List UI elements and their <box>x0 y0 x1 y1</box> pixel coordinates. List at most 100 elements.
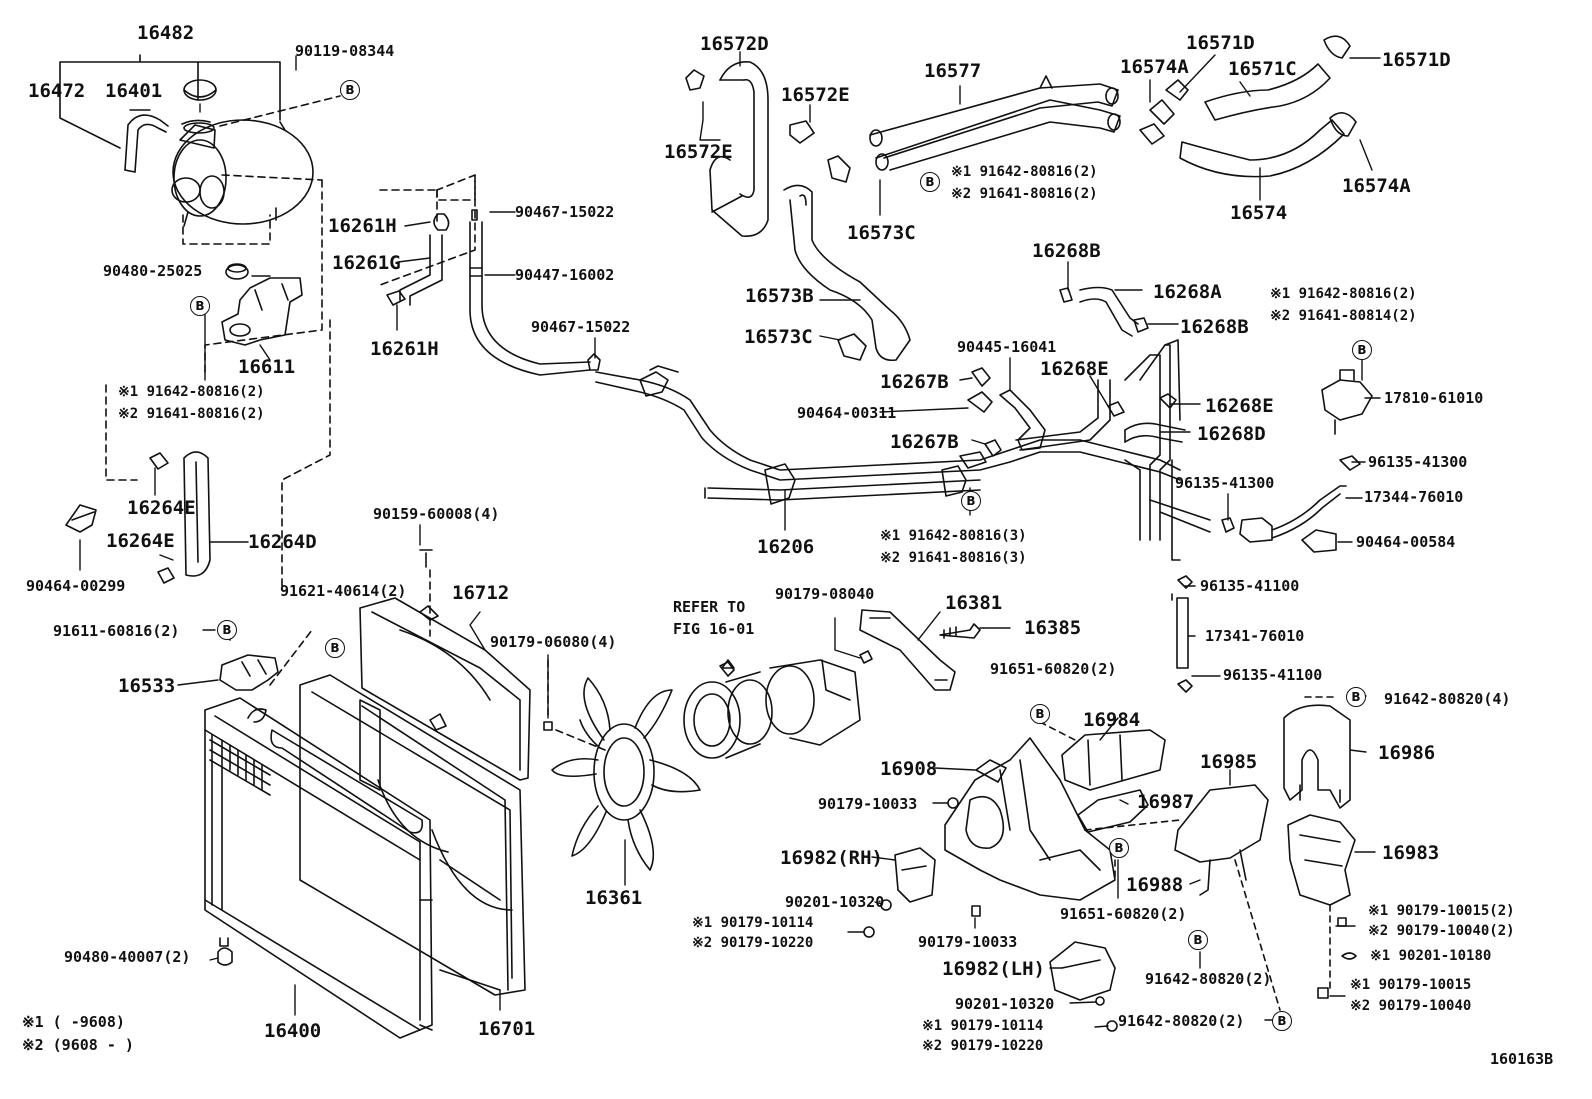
refer-to-text: REFER TO <box>673 598 746 616</box>
part-16401-label: 16401 <box>105 80 163 102</box>
part-90464-00584-label: 90464-00584 <box>1356 533 1456 551</box>
b-marker: B <box>961 491 981 511</box>
part-96135-41300-label: 96135-41300 <box>1175 474 1275 492</box>
part-16400-label: 16400 <box>264 1020 322 1042</box>
part-91642-80816-label: ※1 91642-80816(2) <box>951 164 1098 180</box>
part-17344-76010-label: 17344-76010 <box>1364 488 1464 506</box>
part-96135-41100-label: 96135-41100 <box>1200 577 1300 595</box>
part-90179-10220-label: ※2 90179-10220 <box>692 935 814 951</box>
b-marker: B <box>217 620 237 640</box>
part-90179-10033-label: 90179-10033 <box>918 933 1018 951</box>
b-marker: B <box>1188 930 1208 950</box>
part-90159-60008-label: 90159-60008(4) <box>373 505 500 523</box>
part-91641-80816-label: ※2 91641-80816(3) <box>880 550 1027 566</box>
part-16533-label: 16533 <box>118 675 176 697</box>
b-marker: B <box>1352 340 1372 360</box>
part-16988-label: 16988 <box>1126 874 1184 896</box>
part-16264D-label: 16264D <box>248 531 317 553</box>
part-90480-40007-label: 90480-40007(2) <box>64 948 191 966</box>
part-91642-80816-label: ※1 91642-80816(2) <box>1270 286 1417 302</box>
b-marker: B <box>325 638 345 658</box>
part-90179-10015-label: ※1 90179-10015(2) <box>1368 903 1515 919</box>
engine-mount-illustration <box>944 737 1116 901</box>
part-16987-label: 16987 <box>1137 791 1195 813</box>
part-16264E-label: 16264E <box>106 530 175 552</box>
fan-clutch-illustration <box>683 659 861 759</box>
part-90179-06080-label: 90179-06080(4) <box>490 633 617 651</box>
part-17810-61010-label: 17810-61010 <box>1384 389 1484 407</box>
part-16712-label: 16712 <box>452 582 510 604</box>
upper-shroud-illustration <box>359 597 531 781</box>
part-16574A-label: 16574A <box>1120 56 1189 78</box>
part-16472-label: 16472 <box>28 80 86 102</box>
part-16268E-label: 16268E <box>1205 395 1274 417</box>
part-90445-16041-label: 90445-16041 <box>957 338 1057 356</box>
part-16268A-label: 16268A <box>1153 281 1222 303</box>
part-16261G-label: 16261G <box>332 252 401 274</box>
part-16572D-label: 16572D <box>700 33 769 55</box>
part-16268B-label: 16268B <box>1032 240 1101 262</box>
part-91642-80816-label: ※1 91642-80816(3) <box>880 528 1027 544</box>
part-91642-80820-label: 91642-80820(2) <box>1145 970 1272 988</box>
part-91642-80820-label: 91642-80820(2) <box>1118 1012 1245 1030</box>
part-90447-16002-label: 90447-16002 <box>515 266 615 284</box>
part-16268B-label: 16268B <box>1180 316 1249 338</box>
part-16573C-label: 16573C <box>744 326 813 348</box>
part-96135-41100-label: 96135-41100 <box>1223 666 1323 684</box>
part-16982LH-label: 16982(LH) <box>942 958 1045 980</box>
b-marker: B <box>1109 838 1129 858</box>
part-91641-80816-label: ※2 91641-80816(2) <box>118 406 265 422</box>
part-91651-60820-label: 91651-60820(2) <box>990 660 1117 678</box>
part-16572E-label: 16572E <box>664 141 733 163</box>
part-16261H-label: 16261H <box>328 215 397 237</box>
part-16571D-label: 16571D <box>1186 32 1255 54</box>
part-16268D-label: 16268D <box>1197 423 1266 445</box>
part-91642-80816-label: ※1 91642-80816(2) <box>118 384 265 400</box>
part-16611-label: 16611 <box>238 356 296 378</box>
b-marker: B <box>340 80 360 100</box>
part-91641-80814-label: ※2 91641-80814(2) <box>1270 308 1417 324</box>
part-90179-10040-label: ※2 90179-10040 <box>1350 998 1472 1014</box>
refer-fig-text: FIG 16-01 <box>673 620 755 638</box>
b-marker: B <box>1272 1011 1292 1031</box>
part-91642-80820-label: 91642-80820(4) <box>1384 690 1511 708</box>
diagram-id: 160163B <box>1490 1050 1554 1068</box>
part-16984-label: 16984 <box>1083 709 1141 731</box>
part-16986-label: 16986 <box>1378 742 1436 764</box>
part-16267B-label: 16267B <box>880 371 949 393</box>
part-90179-08040-label: 90179-08040 <box>775 585 875 603</box>
part-90464-00311-label: 90464-00311 <box>797 404 897 422</box>
part-16267B-label: 16267B <box>890 431 959 453</box>
part-90179-10114-label: ※1 90179-10114 <box>922 1018 1044 1034</box>
part-91621-40614-label: 91621-40614(2) <box>280 582 407 600</box>
part-16206-label: 16206 <box>757 536 815 558</box>
part-90467-15022-label: 90467-15022 <box>515 203 615 221</box>
part-16577-label: 16577 <box>924 60 982 82</box>
part-16574-label: 16574 <box>1230 202 1288 224</box>
part-91651-60820-label: 91651-60820(2) <box>1060 905 1187 923</box>
note-2: ※2 (9608 - ) <box>22 1036 134 1054</box>
part-16573B-label: 16573B <box>745 285 814 307</box>
part-90480-25025-label: 90480-25025 <box>103 262 203 280</box>
part-16573C-label: 16573C <box>847 222 916 244</box>
part-90179-10033-label: 90179-10033 <box>818 795 918 813</box>
part-90179-10114-label: ※1 90179-10114 <box>692 915 814 931</box>
part-16381-label: 16381 <box>945 592 1003 614</box>
part-90179-10220-label: ※2 90179-10220 <box>922 1038 1044 1054</box>
b-marker: B <box>1030 704 1050 724</box>
part-91611-60816-label: 91611-60816(2) <box>53 622 180 640</box>
part-16572E-label: 16572E <box>781 84 850 106</box>
b-marker: B <box>1346 687 1366 707</box>
part-90119-08344-label: 90119-08344 <box>295 42 395 60</box>
cooling-fan-illustration <box>551 677 701 871</box>
reservoir-tank-illustration <box>171 79 314 227</box>
part-16261H-label: 16261H <box>370 338 439 360</box>
part-16361-label: 16361 <box>585 887 643 909</box>
part-90179-10015-label: ※1 90179-10015 <box>1350 977 1472 993</box>
part-91641-80816-label: ※2 91641-80816(2) <box>951 186 1098 202</box>
part-90201-10320-label: 90201-10320 <box>785 893 885 911</box>
part-16571C-label: 16571C <box>1228 58 1297 80</box>
part-16985-label: 16985 <box>1200 751 1258 773</box>
